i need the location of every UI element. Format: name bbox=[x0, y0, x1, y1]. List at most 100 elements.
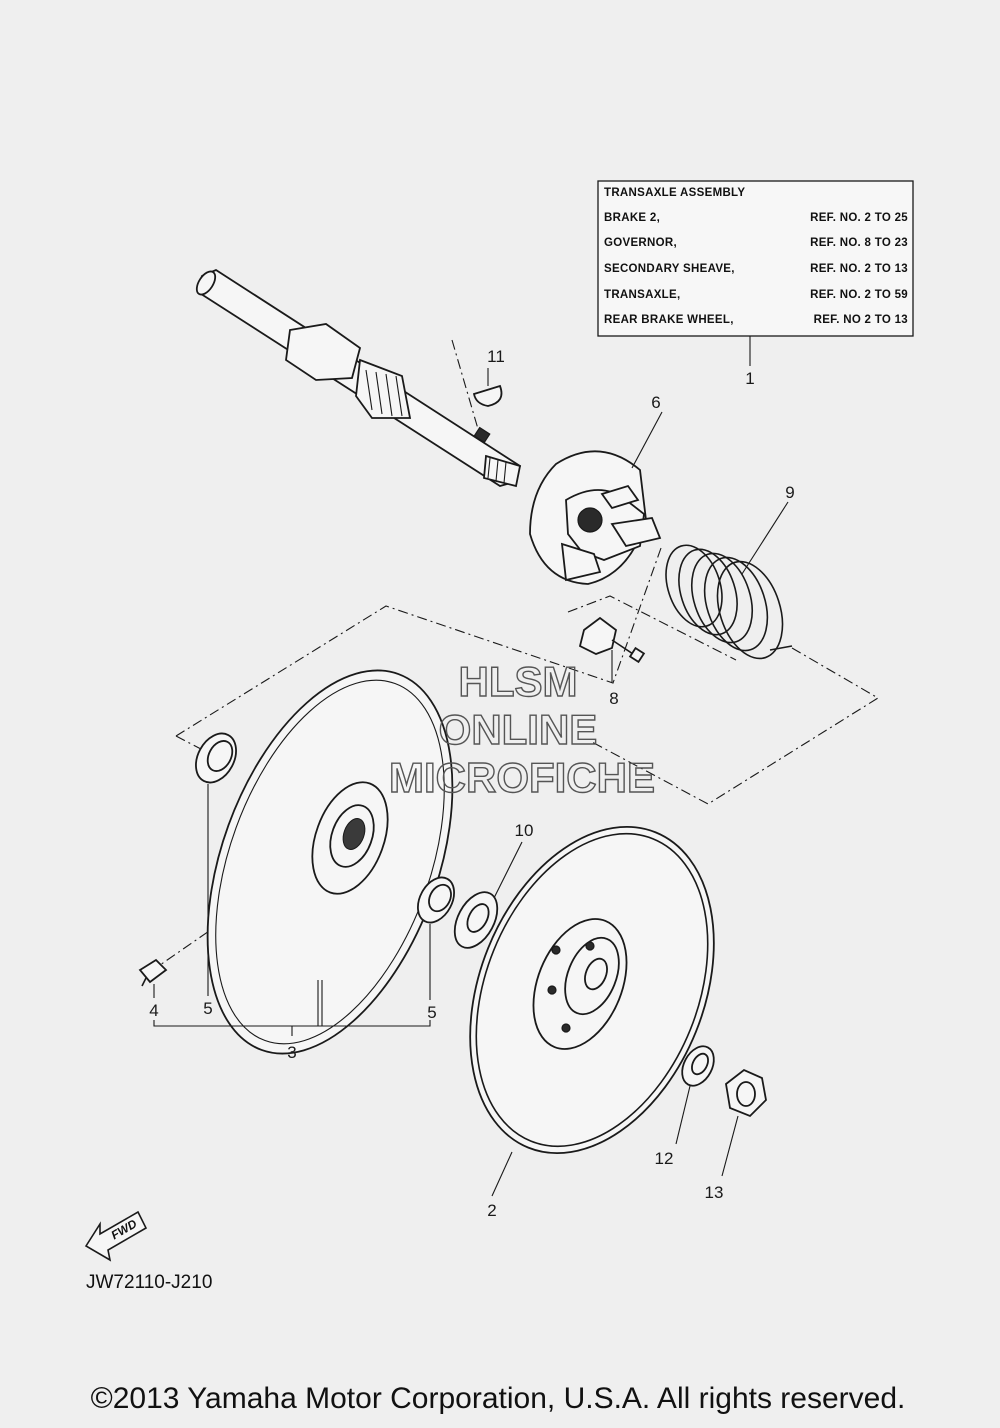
callout-13: 13 bbox=[705, 1183, 724, 1202]
cam-lobe-top bbox=[600, 484, 640, 510]
callout-4: 4 bbox=[149, 1001, 158, 1020]
spline-tooth bbox=[395, 375, 403, 417]
cam-lobe-right bbox=[610, 517, 662, 548]
shaft-collar bbox=[285, 323, 362, 381]
table-row-ref: REF. NO. 2 TO 25 bbox=[810, 212, 908, 224]
compression-spring bbox=[665, 501, 793, 660]
callout-bracket-3 bbox=[153, 980, 431, 1036]
spline-tooth bbox=[375, 371, 383, 415]
shaft-end bbox=[195, 270, 217, 296]
watermark-line-2: ONLINE bbox=[439, 706, 598, 753]
keyway bbox=[473, 426, 491, 444]
leader-line-13 bbox=[721, 1115, 739, 1177]
nipple-body bbox=[138, 958, 168, 984]
slider bbox=[578, 616, 618, 655]
seal-inner bbox=[428, 883, 452, 913]
pin-hole bbox=[561, 1023, 571, 1033]
secondary-shaft bbox=[195, 268, 522, 488]
thread-line bbox=[487, 457, 491, 479]
hub-bore bbox=[584, 957, 608, 991]
callout-9: 9 bbox=[785, 483, 794, 502]
oil-seal-upper bbox=[195, 732, 237, 996]
thread-line bbox=[503, 461, 507, 484]
dash-guide-upper bbox=[175, 547, 662, 737]
fixed-sheave bbox=[206, 669, 454, 1055]
dash-guide-key bbox=[451, 339, 491, 471]
watermark: HLSM ONLINE MICROFICHE bbox=[388, 657, 655, 801]
pin-hole bbox=[547, 985, 557, 995]
nut-bore bbox=[736, 1081, 756, 1107]
spring-coil bbox=[665, 544, 723, 628]
table-row-name: GOVERNOR, bbox=[604, 237, 677, 249]
spline-tooth bbox=[385, 373, 393, 417]
woodruff-key bbox=[472, 368, 503, 407]
callout-1: 1 bbox=[745, 369, 754, 388]
leader-line-6 bbox=[631, 411, 663, 469]
spring-coil bbox=[691, 552, 753, 644]
dash-guide-left bbox=[175, 735, 219, 759]
table-row-ref: REF. NO 2 TO 13 bbox=[814, 314, 908, 326]
callout-8: 8 bbox=[609, 689, 618, 708]
table-row-name: REAR BRAKE WHEEL, bbox=[604, 314, 734, 326]
screw-head bbox=[628, 646, 646, 664]
copyright-notice: ©2013 Yamaha Motor Corporation, U.S.A. A… bbox=[91, 1382, 906, 1415]
spline-tooth bbox=[365, 369, 373, 411]
pin-hole bbox=[585, 941, 595, 951]
callout-11: 11 bbox=[487, 347, 505, 366]
leader-line-12 bbox=[675, 1085, 691, 1145]
callout-5: 5 bbox=[203, 999, 212, 1018]
arrow-shape bbox=[84, 1210, 148, 1262]
cam-lobe-bottom bbox=[560, 542, 602, 582]
leader-line-9 bbox=[741, 501, 789, 575]
washer-10 bbox=[453, 841, 523, 949]
diagram-code: JW72110-J210 bbox=[86, 1272, 212, 1293]
spring-coil bbox=[678, 548, 738, 636]
spring-coil bbox=[716, 560, 784, 660]
washer-inner bbox=[466, 903, 490, 933]
callout-numbers: 1 2 3 4 5 5 6 8 9 10 11 12 13 bbox=[149, 347, 794, 1220]
spring-tail bbox=[769, 645, 793, 651]
table-row-name: BRAKE 2, bbox=[604, 212, 660, 224]
sliding-sheave bbox=[469, 825, 715, 1197]
washer-12 bbox=[675, 1045, 715, 1145]
nipple-tip bbox=[141, 977, 147, 987]
callout-5: 5 bbox=[427, 1003, 436, 1022]
thread-line bbox=[495, 459, 499, 482]
table-border bbox=[597, 180, 914, 337]
sheave-rim bbox=[475, 832, 709, 1148]
table-row-ref: REF. NO. 2 TO 13 bbox=[810, 263, 908, 275]
callout-3: 3 bbox=[287, 1043, 296, 1062]
leader-line-10 bbox=[493, 841, 523, 899]
forward-arrow-icon: FWD bbox=[84, 1210, 148, 1262]
grease-nipple bbox=[138, 958, 168, 998]
slider-with-screw bbox=[578, 616, 646, 682]
seal-inner bbox=[206, 740, 234, 772]
callout-2: 2 bbox=[487, 1201, 496, 1220]
cam-bore bbox=[577, 507, 603, 533]
pin-hole bbox=[551, 945, 561, 955]
table-row-name: TRANSAXLE, bbox=[604, 289, 680, 301]
dash-guide-right bbox=[591, 647, 880, 805]
spring-coil bbox=[703, 556, 769, 652]
washer-inner bbox=[691, 1052, 709, 1076]
shaft-spline-gear bbox=[355, 358, 412, 419]
dash-guide-spring bbox=[567, 595, 737, 661]
oil-seal-lower bbox=[417, 876, 455, 1000]
hub-bore bbox=[342, 818, 366, 850]
watermark-line-3: MICROFICHE bbox=[389, 754, 655, 801]
key-shape bbox=[472, 384, 503, 407]
nut-13 bbox=[721, 1068, 767, 1177]
callout-6: 6 bbox=[651, 393, 660, 412]
table-row-name: SECONDARY SHEAVE, bbox=[604, 263, 735, 275]
table-row-ref: REF. NO. 8 TO 23 bbox=[810, 237, 908, 249]
table-row-ref: REF. NO. 2 TO 59 bbox=[810, 289, 908, 301]
shaft-thread bbox=[483, 454, 522, 488]
callout-10: 10 bbox=[515, 821, 534, 840]
sheave-cam bbox=[529, 411, 663, 585]
leader-line-2 bbox=[491, 1151, 513, 1197]
table-title: TRANSAXLE ASSEMBLY bbox=[604, 187, 745, 199]
callout-12: 12 bbox=[655, 1149, 674, 1168]
assembly-reference-table: TRANSAXLE ASSEMBLY BRAKE 2, REF. NO. 2 T… bbox=[597, 180, 914, 366]
